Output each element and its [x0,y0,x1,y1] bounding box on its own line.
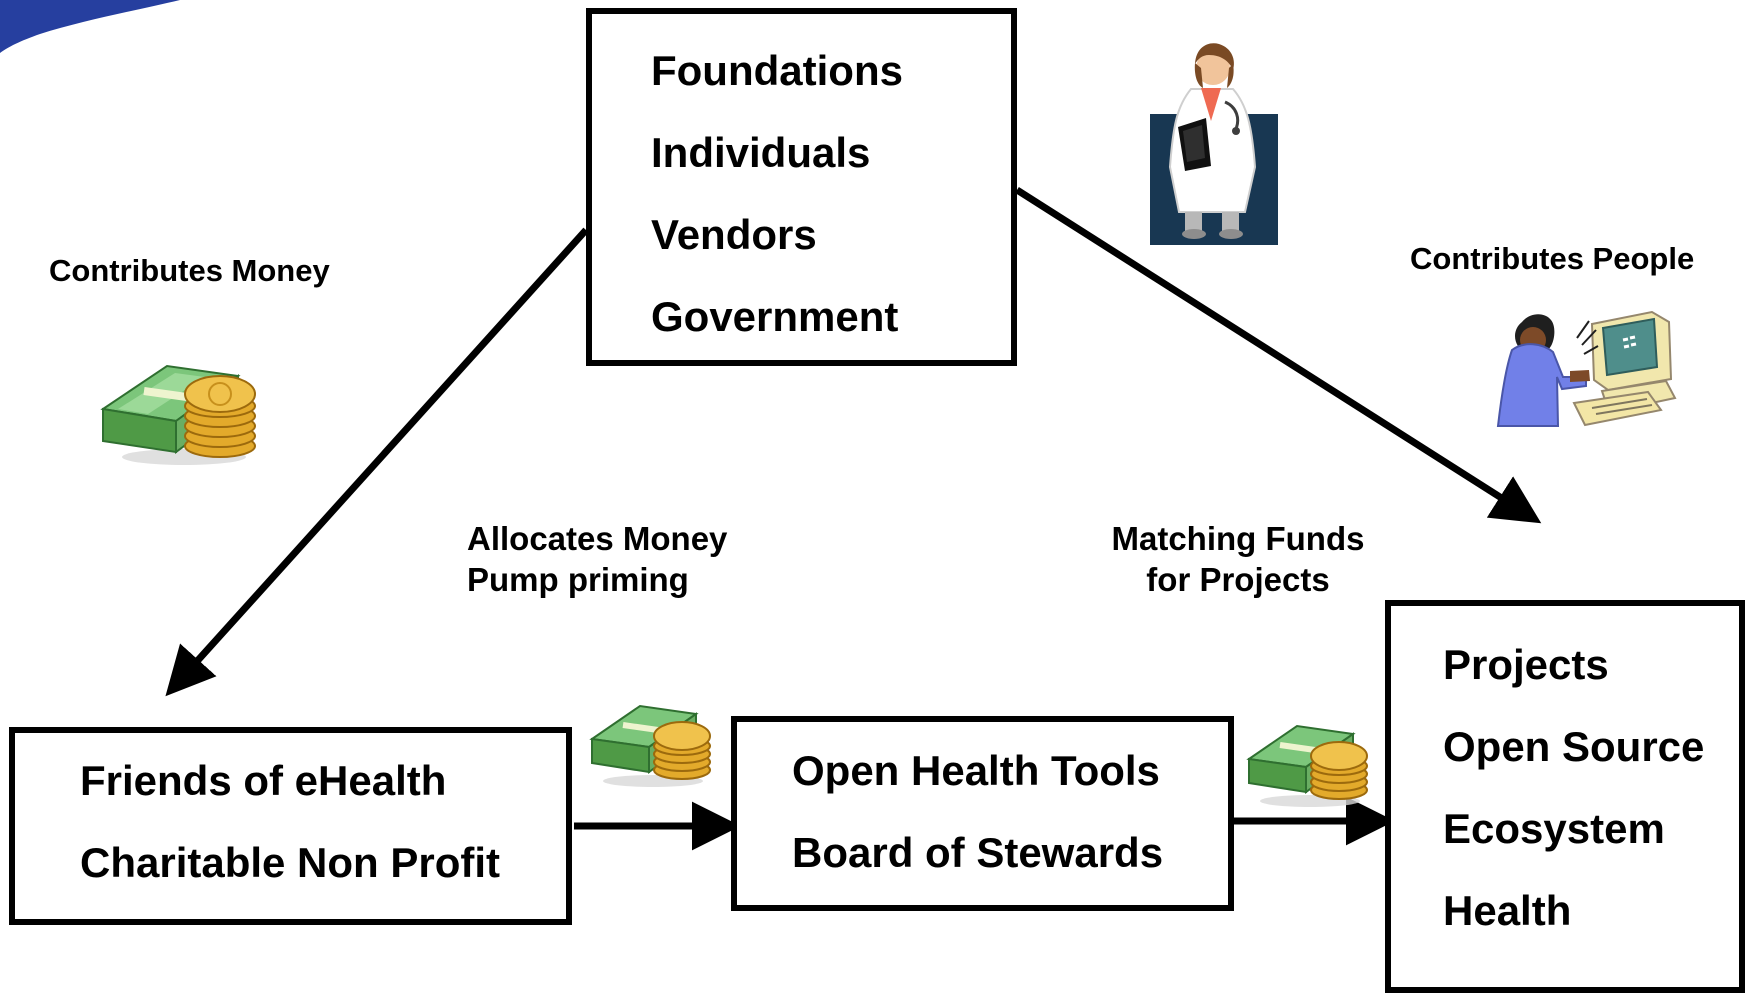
projects-box: Projects Open Source Ecosystem Health [1385,600,1745,993]
sources-box-line: Vendors [651,211,817,258]
friends-box: Friends of eHealth Charitable Non Profit [9,727,572,925]
allocates-money-caption-line: Pump priming [467,561,689,599]
projects-box-line: Projects [1443,641,1609,688]
contributes-money-caption: Contributes Money [49,253,330,288]
friends-box-line: Charitable Non Profit [80,839,501,886]
contributes-people-caption: Contributes People [1410,241,1695,276]
allocates-money-caption: Allocates Money Pump priming [467,518,727,601]
projects-box-line: Ecosystem [1443,805,1665,852]
money-stack-icon [1246,724,1368,807]
matching-funds-caption-line: Matching Funds [1111,520,1365,557]
money-stack-icon [589,704,711,787]
open-health-tools-box-line: Board of Stewards [792,829,1164,876]
matching-funds-caption-line: for Projects [1146,561,1330,599]
sources-box: Foundations Individuals Vendors Governme… [586,8,1017,366]
projects-box-line: Open Source [1443,723,1705,770]
open-health-tools-box: Open Health Tools Board of Stewards [731,716,1234,911]
allocates-money-caption-line: Allocates Money [467,520,728,557]
projects-box-line: Health [1443,887,1572,934]
doctor-icon [1150,43,1278,245]
sources-box-line: Government [651,293,899,340]
matching-funds-caption: Matching Funds for Projects [1088,518,1388,601]
computer-user-icon [1496,310,1677,427]
corner-swoosh-icon [0,0,180,53]
friends-box-line: Friends of eHealth [80,757,447,804]
sources-box-line: Foundations [651,47,903,94]
sources-box-line: Individuals [651,129,871,176]
money-stack-icon [100,364,256,465]
open-health-tools-box-line: Open Health Tools [792,747,1160,794]
